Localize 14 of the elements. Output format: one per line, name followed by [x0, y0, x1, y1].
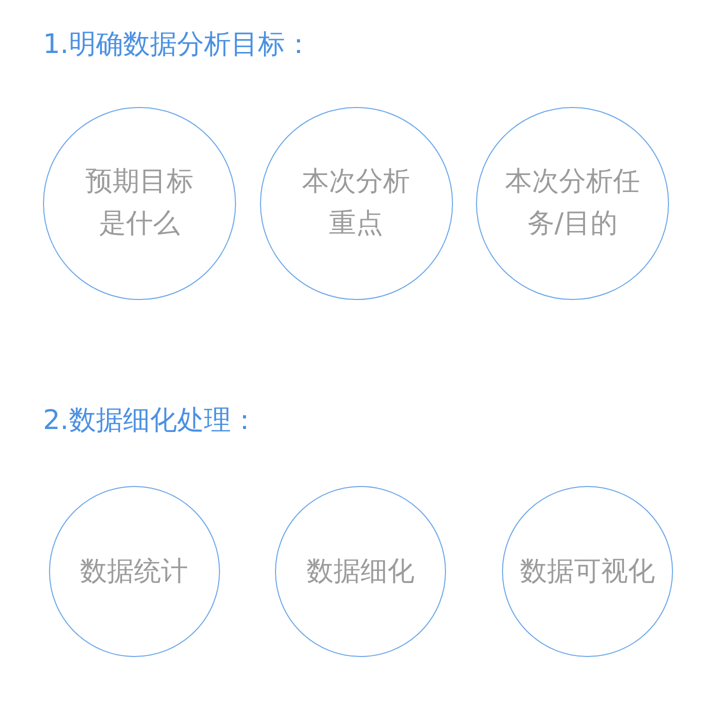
- node-label: 数据统计: [80, 554, 188, 588]
- circle-node: [502, 486, 673, 657]
- circle-node: [260, 106, 452, 300]
- node-label: 预期目标是什么: [84, 165, 194, 241]
- circle-node: [43, 106, 236, 300]
- node-label: 数据可视化: [520, 554, 655, 588]
- node-label: 本次分析任务/目的: [504, 165, 641, 241]
- node-label: 本次分析重点: [301, 165, 411, 241]
- circle-node: [275, 486, 446, 657]
- section-heading: 1.明确数据分析目标：: [43, 28, 312, 62]
- circle-node: [48, 486, 220, 657]
- section-heading: 2.数据细化处理：: [43, 404, 258, 438]
- circle-node: [476, 106, 669, 300]
- node-label: 数据细化: [306, 554, 414, 588]
